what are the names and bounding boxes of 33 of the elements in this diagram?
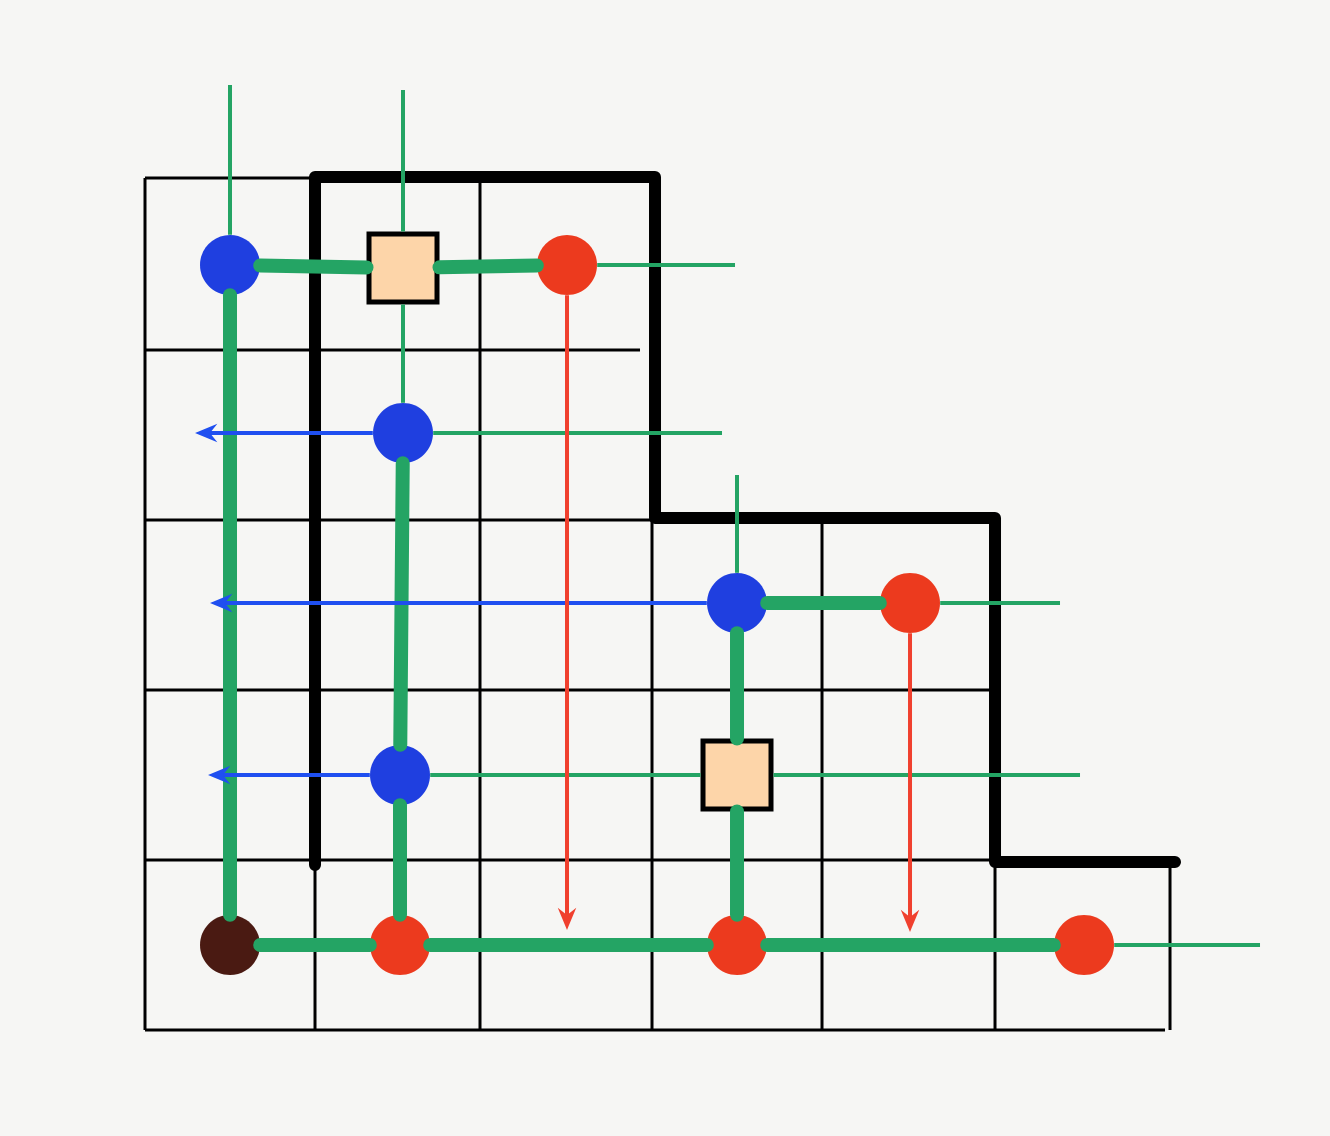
- line: [393, 456, 410, 752]
- dot: [537, 235, 597, 295]
- line: [223, 288, 237, 922]
- line: [760, 596, 887, 610]
- line: [401, 304, 405, 403]
- line: [1114, 943, 1260, 947]
- dot: [707, 573, 767, 633]
- line: [735, 475, 739, 573]
- line: [401, 90, 405, 232]
- line: [773, 773, 1080, 777]
- line: [730, 626, 744, 746]
- dot: [200, 915, 260, 975]
- dot: [370, 745, 430, 805]
- dot: [707, 915, 767, 975]
- dot: [370, 915, 430, 975]
- filled-square: [700, 738, 774, 812]
- dot: [880, 573, 940, 633]
- line: [423, 938, 714, 952]
- line: [597, 263, 735, 267]
- dot: [1054, 915, 1114, 975]
- line: [253, 258, 374, 275]
- line: [430, 773, 701, 777]
- line: [433, 431, 722, 435]
- dot: [373, 403, 433, 463]
- line: [940, 601, 1060, 605]
- line: [432, 258, 544, 275]
- dot: [200, 235, 260, 295]
- line: [393, 798, 407, 922]
- line: [730, 804, 744, 922]
- line: [228, 85, 232, 235]
- filled-square: [366, 231, 440, 305]
- line: [760, 938, 1061, 952]
- line: [253, 938, 377, 952]
